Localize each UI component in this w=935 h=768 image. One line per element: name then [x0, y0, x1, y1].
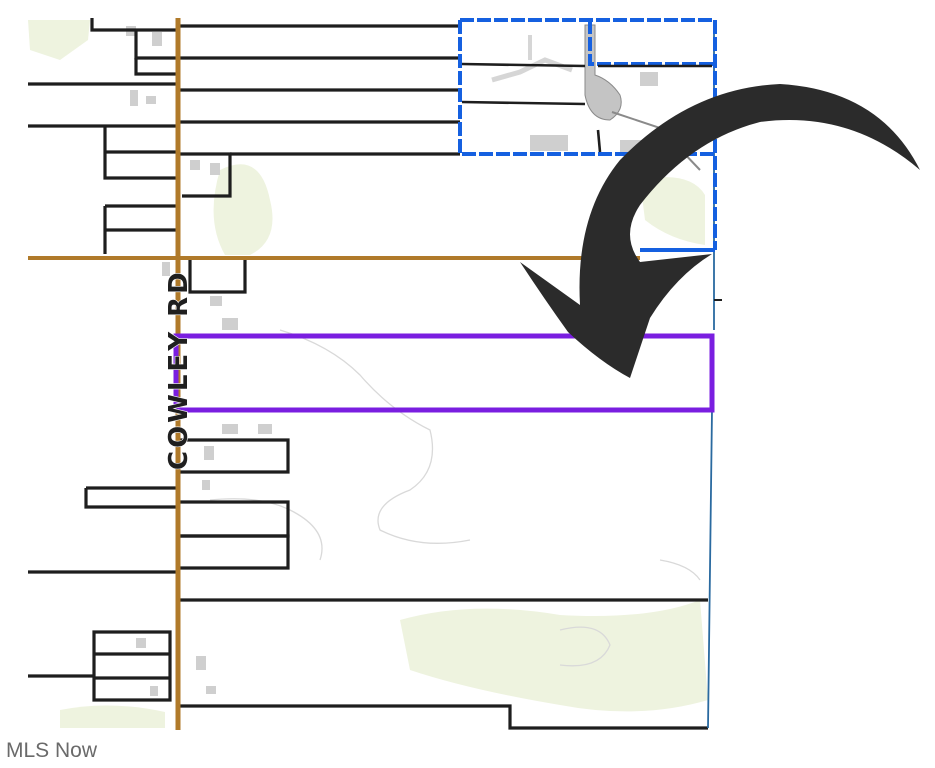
vegetation-areas [28, 20, 708, 728]
parcel-boundaries [28, 18, 722, 730]
trail-lines [209, 329, 701, 667]
curved-arrow-icon [520, 84, 920, 378]
adjacent-parcel [458, 18, 717, 252]
subject-parcel [173, 333, 715, 413]
adjacent-parcel-interior [461, 62, 712, 153]
mls-watermark: MLS Now [6, 739, 98, 762]
road-label: COWLEY RD [164, 269, 194, 470]
building-footprints [126, 26, 658, 696]
